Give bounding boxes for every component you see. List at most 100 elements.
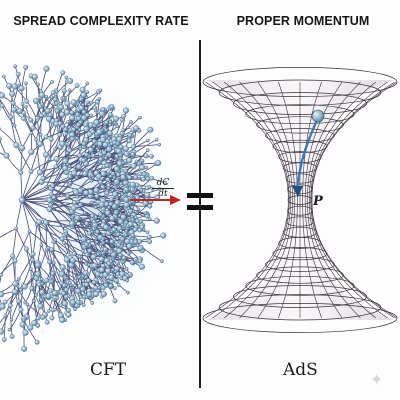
network-node bbox=[95, 99, 100, 105]
network-node bbox=[0, 273, 3, 277]
network-node bbox=[102, 141, 109, 148]
network-node bbox=[58, 303, 63, 308]
network-node bbox=[67, 125, 72, 129]
network-node bbox=[23, 246, 29, 252]
network-node bbox=[48, 136, 54, 142]
network-node bbox=[115, 147, 122, 154]
network-node bbox=[0, 103, 5, 108]
right-heading: PROPER MOMENTUM bbox=[236, 14, 370, 28]
network-node bbox=[127, 175, 133, 180]
network-node bbox=[124, 233, 128, 237]
network-node bbox=[124, 266, 129, 271]
network-node bbox=[102, 232, 106, 237]
network-node bbox=[130, 214, 134, 219]
network-node bbox=[114, 199, 121, 206]
network-nodes bbox=[0, 64, 168, 352]
network-node bbox=[81, 157, 87, 163]
network-node bbox=[40, 175, 46, 181]
network-node bbox=[120, 192, 124, 196]
network-node bbox=[30, 125, 36, 131]
network-node bbox=[13, 142, 20, 149]
network-node bbox=[76, 122, 81, 128]
network-node bbox=[52, 97, 58, 102]
network-node bbox=[43, 219, 50, 226]
network-node bbox=[0, 328, 4, 335]
network-node bbox=[34, 271, 41, 278]
network-node bbox=[69, 299, 76, 306]
network-node bbox=[128, 208, 134, 214]
network-node bbox=[119, 270, 126, 277]
network-node bbox=[61, 96, 66, 100]
network-node bbox=[64, 275, 68, 280]
network-node bbox=[0, 303, 6, 310]
network-node bbox=[145, 230, 150, 234]
network-node bbox=[133, 125, 140, 132]
wormhole-meridian bbox=[224, 81, 291, 319]
network-node bbox=[90, 253, 97, 260]
network-node bbox=[94, 215, 98, 219]
network-node bbox=[122, 189, 127, 194]
network-node bbox=[1, 337, 7, 342]
network-node bbox=[73, 276, 78, 281]
wormhole-meridian bbox=[278, 81, 298, 319]
network-node bbox=[97, 97, 102, 101]
network-node bbox=[133, 256, 139, 262]
network-node bbox=[139, 224, 145, 230]
network-node bbox=[34, 293, 38, 297]
network-node bbox=[138, 115, 142, 120]
network-node bbox=[9, 90, 16, 97]
network-node bbox=[69, 257, 76, 264]
network-node bbox=[121, 255, 127, 261]
network-node bbox=[84, 106, 89, 111]
network-node bbox=[107, 112, 113, 118]
network-node bbox=[116, 283, 121, 287]
network-node bbox=[93, 291, 100, 298]
network-node bbox=[75, 299, 81, 305]
network-node bbox=[154, 137, 159, 142]
network-node bbox=[21, 116, 26, 121]
network-node bbox=[126, 157, 133, 164]
network-node bbox=[31, 73, 38, 80]
network-node bbox=[98, 266, 105, 273]
network-node bbox=[83, 242, 89, 247]
network-node bbox=[51, 102, 56, 106]
network-node bbox=[29, 267, 33, 271]
network-node bbox=[64, 231, 68, 236]
network-node bbox=[126, 243, 133, 250]
network-node bbox=[119, 276, 124, 281]
network-node bbox=[47, 157, 52, 162]
network-node bbox=[126, 290, 130, 295]
network-node bbox=[57, 121, 63, 126]
network-node bbox=[101, 240, 106, 245]
network-node bbox=[27, 229, 32, 234]
network-node bbox=[24, 81, 28, 85]
network-node bbox=[17, 276, 21, 281]
network-node bbox=[129, 259, 135, 265]
network-node bbox=[47, 259, 52, 265]
network-node bbox=[110, 267, 115, 272]
network-node bbox=[49, 247, 55, 253]
network-node bbox=[12, 280, 19, 287]
network-node bbox=[109, 215, 116, 222]
network-node bbox=[135, 243, 140, 248]
network-node bbox=[99, 136, 106, 143]
network-node bbox=[103, 120, 109, 126]
network-node bbox=[13, 64, 17, 68]
network-node bbox=[64, 142, 69, 146]
network-node bbox=[66, 307, 71, 313]
network-node bbox=[57, 132, 63, 138]
network-node bbox=[145, 176, 151, 182]
network-node bbox=[130, 151, 136, 157]
network-node bbox=[109, 223, 114, 228]
network-node bbox=[106, 186, 111, 191]
network-node bbox=[128, 234, 132, 239]
network-node bbox=[90, 129, 96, 135]
complexity-rate-label: dC dt bbox=[152, 178, 174, 199]
network-node bbox=[61, 300, 68, 307]
network-node bbox=[119, 181, 123, 186]
network-node bbox=[90, 173, 94, 178]
network-node bbox=[35, 118, 40, 123]
network-node bbox=[63, 294, 69, 300]
network-node bbox=[58, 101, 63, 106]
network-node bbox=[87, 248, 93, 254]
